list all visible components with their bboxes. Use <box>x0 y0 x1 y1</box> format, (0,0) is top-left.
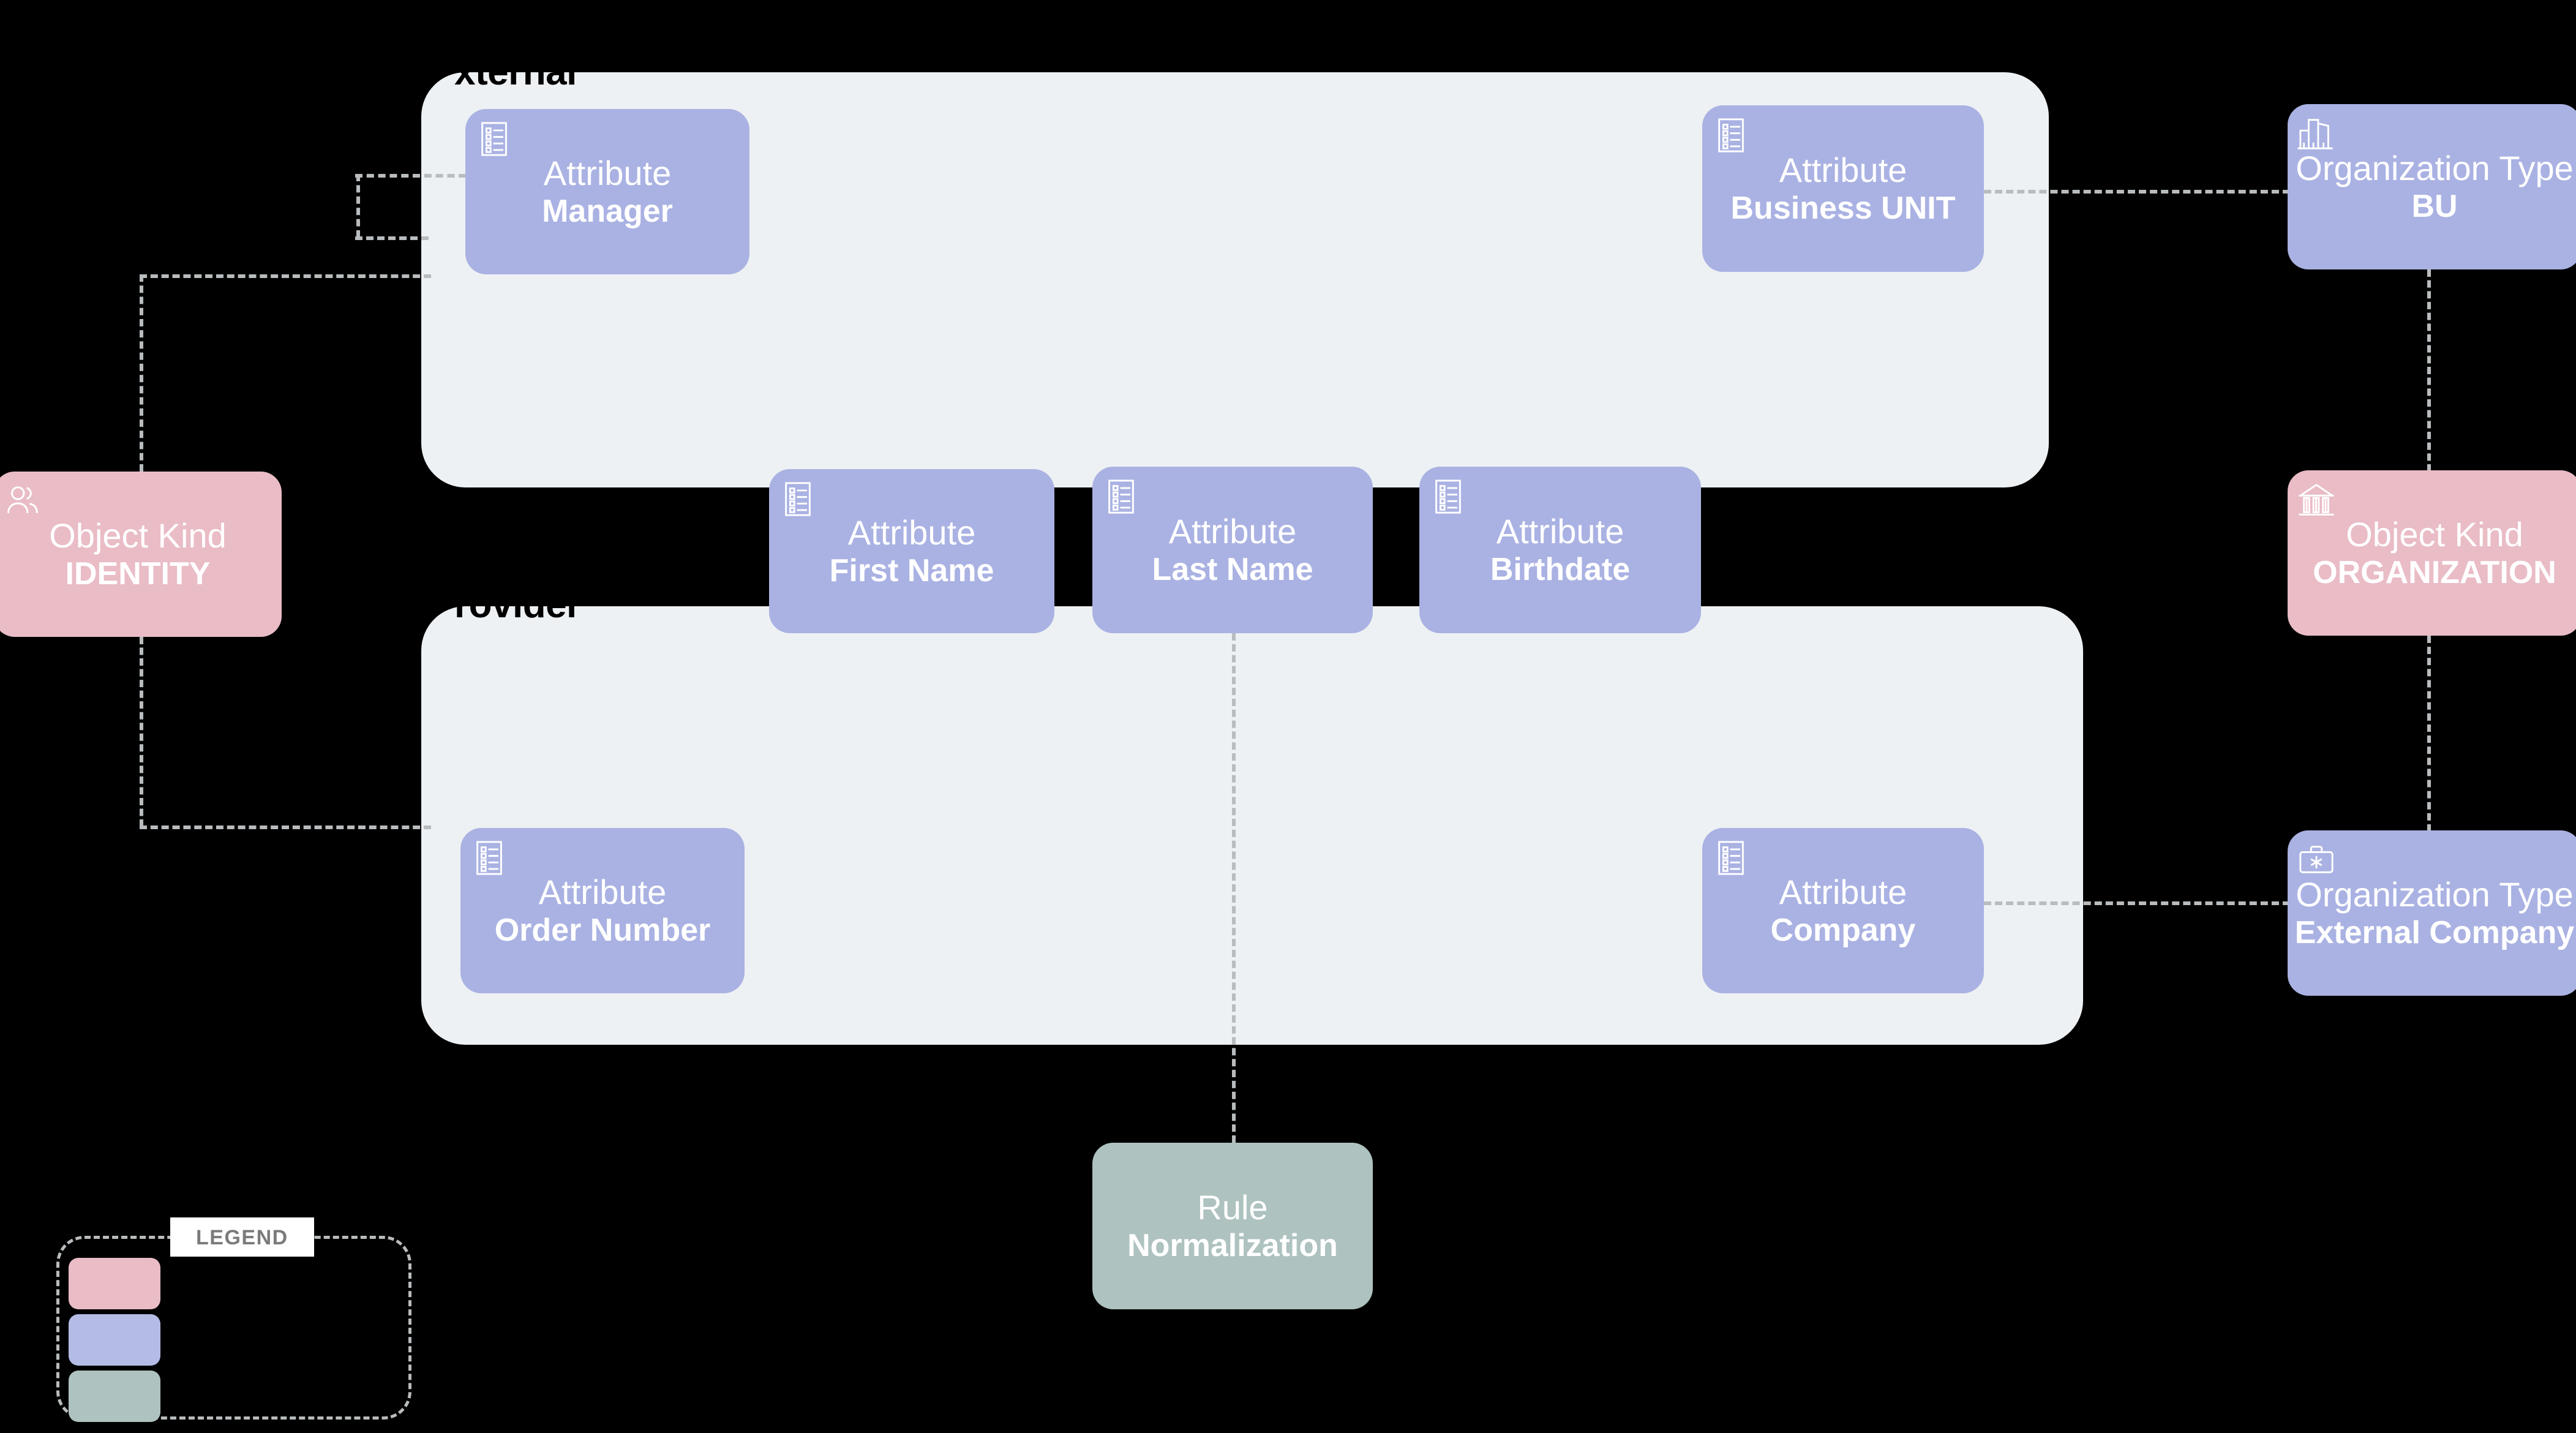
node-type-label: Object Kind <box>49 516 227 555</box>
edge-identity-top-h <box>140 274 431 278</box>
edge-manager-left-v <box>356 174 360 238</box>
node-name-label: First Name <box>829 553 994 589</box>
node-name-label: External Company <box>2294 915 2575 951</box>
node-name-label: Manager <box>542 194 673 230</box>
edge-org-vertical-lower <box>2427 636 2431 832</box>
legend-object-kind-swatch <box>69 1258 160 1309</box>
node-type-label: Object Kind <box>2346 514 2523 554</box>
list-icon <box>1102 478 1140 516</box>
list-icon <box>470 839 508 877</box>
node-attribute-birthdate[interactable]: Attribute Birthdate <box>1419 467 1701 633</box>
list-icon <box>779 480 817 518</box>
node-type-label: Rule <box>1197 1187 1268 1227</box>
node-organization-type-bu[interactable]: Organization Type BU <box>2288 104 2576 269</box>
legend-title: LEGEND <box>170 1217 314 1257</box>
node-type-label: Attribute <box>538 872 667 911</box>
node-attribute-first-name[interactable]: Attribute First Name <box>769 469 1054 633</box>
node-name-label: Order Number <box>494 912 711 949</box>
node-name-label: Last Name <box>1152 552 1313 588</box>
edge-identity-bottom-h <box>140 826 431 829</box>
buildings-icon <box>2297 115 2335 153</box>
legend-attribute-swatch <box>69 1314 160 1366</box>
node-type-label: Attribute <box>1496 511 1624 551</box>
edge-identity-v-lower <box>140 637 143 827</box>
node-attribute-order-number[interactable]: Attribute Order Number <box>460 828 745 993</box>
edge-identity-v-upper <box>140 274 143 472</box>
list-icon <box>1712 839 1750 877</box>
node-name-label: Company <box>1770 912 1916 949</box>
group-external-label: xternal <box>454 51 577 93</box>
node-type-label: Organization Type <box>2296 148 2574 187</box>
node-attribute-business-unit[interactable]: Attribute Business UNIT <box>1702 105 1984 272</box>
bank-icon <box>2297 481 2335 519</box>
edge-org-vertical-upper <box>2427 269 2431 472</box>
list-icon <box>1429 478 1467 516</box>
node-type-label: Attribute <box>847 513 976 552</box>
node-attribute-last-name[interactable]: Attribute Last Name <box>1092 467 1373 633</box>
group-provider-label: rovider <box>454 584 581 626</box>
node-name-label: IDENTITY <box>65 556 211 592</box>
node-type-label: Attribute <box>543 153 672 192</box>
node-type-label: Attribute <box>1779 150 1907 189</box>
node-object-kind-organization[interactable]: Object Kind ORGANIZATION <box>2288 470 2576 636</box>
legend-object-kind <box>69 1258 176 1309</box>
node-object-kind-identity[interactable]: Object Kind IDENTITY <box>0 472 282 637</box>
people-icon <box>4 483 42 521</box>
list-icon <box>475 120 513 158</box>
list-icon <box>1712 116 1750 154</box>
legend-rule-swatch <box>69 1371 160 1422</box>
node-name-label: BU <box>2411 189 2458 225</box>
node-name-label: Birthdate <box>1490 552 1631 588</box>
node-name-label: Business UNIT <box>1730 190 1956 227</box>
node-name-label: Normalization <box>1127 1228 1338 1264</box>
legend-rule <box>69 1371 176 1422</box>
node-rule-normalization[interactable]: Rule Normalization <box>1092 1143 1373 1309</box>
node-organization-type-external-company[interactable]: Organization Type External Company <box>2288 830 2576 996</box>
node-attribute-company[interactable]: Attribute Company <box>1702 828 1984 993</box>
edge-manager-left-h-bot <box>355 236 429 240</box>
medical-kit-icon <box>2297 841 2335 879</box>
node-name-label: ORGANIZATION <box>2313 555 2556 591</box>
legend-attribute <box>69 1314 176 1366</box>
node-type-label: Attribute <box>1779 872 1907 911</box>
node-type-label: Attribute <box>1168 511 1297 551</box>
node-type-label: Organization Type <box>2296 874 2574 914</box>
node-attribute-manager[interactable]: Attribute Manager <box>465 109 749 274</box>
